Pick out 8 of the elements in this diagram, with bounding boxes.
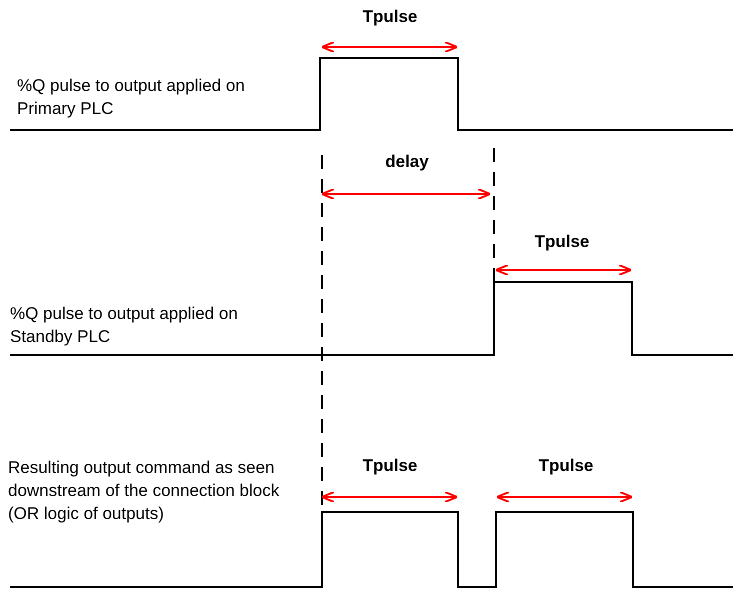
signal-label: %Q pulse to output applied on Standby PLC bbox=[10, 303, 239, 348]
dimension-label: delay bbox=[384, 151, 430, 173]
signal-label: Resulting output command as seen downstream of the connection block (OR logic of outputs) bbox=[8, 457, 280, 525]
dimension-label: Tpulse bbox=[362, 455, 418, 477]
dimension-label: Tpulse bbox=[538, 455, 594, 477]
dimension-label: Tpulse bbox=[534, 231, 590, 253]
signal-label: %Q pulse to output applied on Primary PLC bbox=[17, 75, 246, 120]
dimension-label: Tpulse bbox=[362, 6, 418, 28]
